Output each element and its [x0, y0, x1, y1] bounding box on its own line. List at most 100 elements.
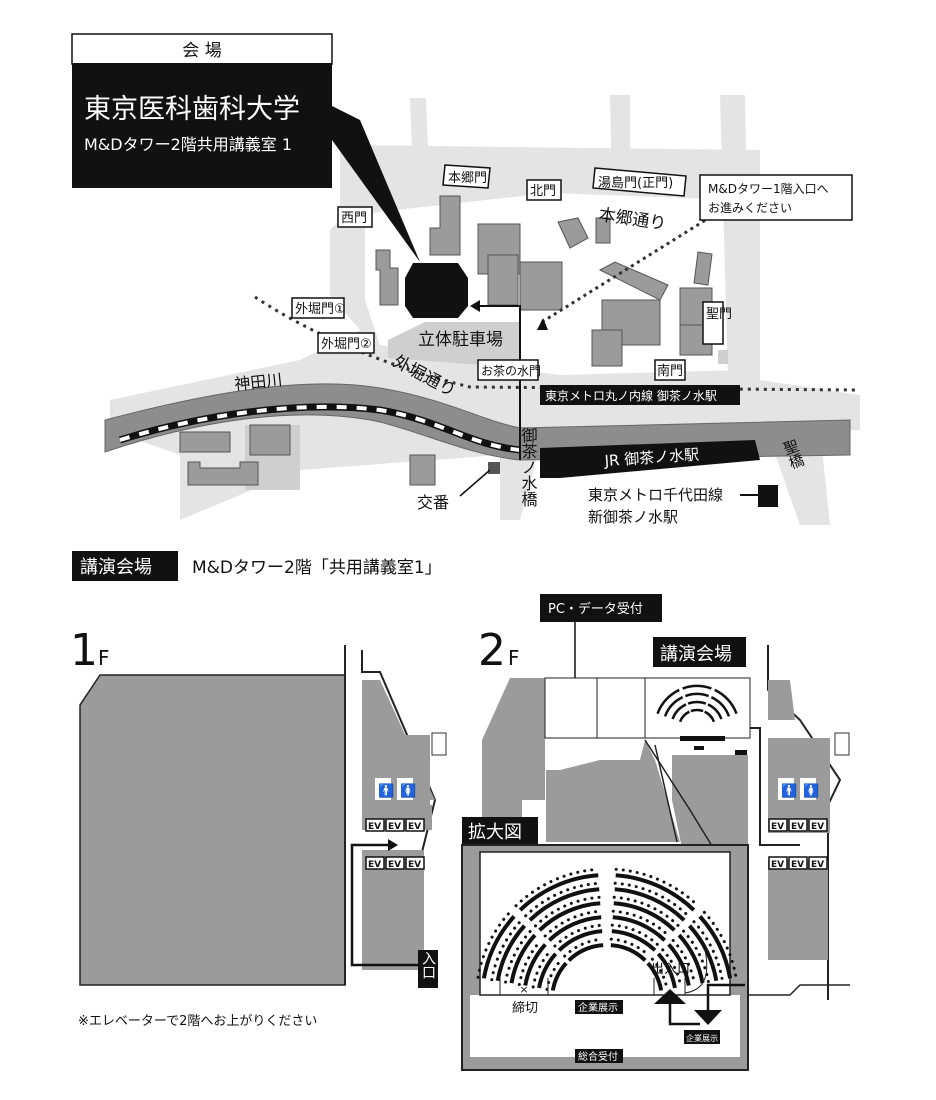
- exhibit-label-1: 企業展示: [578, 1001, 618, 1014]
- desk-row: [682, 684, 712, 690]
- jr-station: [540, 440, 760, 478]
- seat-row: [504, 929, 532, 984]
- building: [429, 195, 461, 256]
- exhibit-label-2: 企業展示: [686, 1033, 718, 1043]
- building: [595, 217, 611, 244]
- zoom-view-label: 拡大図: [468, 822, 522, 843]
- womens-restroom-icon: 🚺: [803, 783, 819, 799]
- desk-row: [613, 901, 676, 932]
- mens-restroom-icon: 🚹: [781, 783, 797, 799]
- marunouchi-line: [254, 295, 856, 392]
- lecture-room: [479, 851, 731, 996]
- elevator-icon: EV: [791, 860, 804, 870]
- desk-row: [509, 933, 537, 984]
- koban-marker: [488, 462, 500, 474]
- floor-section-badge-text: 講演会場: [80, 557, 152, 578]
- desk-row: [528, 887, 600, 922]
- gate-hijiri: 聖門: [706, 307, 732, 322]
- desk-row: [690, 708, 704, 713]
- elevator-icon: EV: [408, 860, 421, 870]
- elevator-icon: EV: [771, 822, 784, 832]
- desk-row: [537, 952, 558, 989]
- building: [591, 329, 623, 367]
- building: [519, 261, 563, 311]
- entrance-arrow-icon: [537, 318, 548, 330]
- building: [375, 249, 399, 306]
- elevator-icon: EV: [388, 822, 401, 832]
- desk-row: [671, 703, 687, 720]
- desk-row: [615, 873, 696, 912]
- desk-row: [703, 710, 716, 723]
- elevator-icon: EV: [408, 822, 421, 832]
- entrance-note-line2: お進みください: [708, 201, 792, 215]
- desk-row: [714, 688, 738, 715]
- chiyoda-station-label: 新御茶ノ水駅: [588, 508, 678, 526]
- seat-row: [702, 910, 738, 979]
- desk-row: [710, 696, 731, 717]
- desk-row: [687, 924, 719, 982]
- desk-row: [656, 952, 677, 989]
- floor1-note: ※エレベーターで2階へお上がりください: [78, 1014, 317, 1029]
- desk-row: [495, 924, 527, 982]
- exit-arrow-icon: [694, 1010, 722, 1025]
- building: [557, 217, 589, 249]
- entry-arrow-icon: [654, 989, 686, 1004]
- pc-desk-label: PC・データ受付: [548, 601, 643, 617]
- desk-row: [677, 933, 705, 984]
- hall-label: 講演会場: [660, 644, 732, 665]
- closed-mark: ×: [519, 983, 528, 996]
- parking-area: [388, 322, 520, 368]
- parking-label: 立体駐車場: [418, 330, 503, 350]
- venue-name: 東京医科歯科大学: [84, 94, 300, 125]
- seat-row: [609, 937, 651, 958]
- ochanomizu-bridge-label: 御茶ノ水橋: [519, 427, 538, 508]
- floor2-label-f: F: [508, 646, 520, 670]
- venue-pointer: [320, 100, 420, 262]
- md-tower-building: [405, 263, 468, 318]
- chiyoda-station-marker: [758, 485, 778, 507]
- reception-label: 総合受付: [578, 1050, 618, 1063]
- floor-section-badge: [72, 551, 178, 581]
- entrance-label: 入口: [420, 951, 436, 979]
- campus-map: 会 場 東京医科歯科大学 M&Dタワー2階共用講義室 1 本郷門 北門 湯島門(…: [71, 33, 860, 526]
- elevator-icon: EV: [791, 822, 804, 832]
- route-arrow: [475, 305, 521, 460]
- building: [718, 350, 728, 364]
- desk-row: [684, 692, 710, 698]
- floor2-plan: 2 F PC・データ受付 講演会場 🚹 🚺 EV EV EV: [461, 594, 850, 1071]
- desk-row: [547, 915, 602, 942]
- seat-row: [612, 895, 681, 928]
- floor1-label-f: F: [98, 646, 110, 670]
- elevator-icon: EV: [368, 860, 381, 870]
- desk-row: [612, 915, 667, 942]
- seat-row: [563, 937, 605, 958]
- building: [179, 431, 231, 453]
- seat-row: [682, 929, 710, 984]
- seat-row: [533, 895, 602, 928]
- elevator-icon: EV: [811, 822, 824, 832]
- gate-minami: 南門: [657, 363, 683, 379]
- mens-restroom-icon: 🚹: [378, 783, 394, 799]
- gate-sotobori1: 外堀門①: [295, 302, 346, 317]
- gate-sotobori2: 外堀門②: [321, 337, 372, 352]
- seat-row: [661, 948, 683, 989]
- route-to-entrance: [541, 214, 713, 324]
- gate-hongo: 本郷門: [448, 171, 487, 186]
- building: [409, 454, 436, 486]
- road-vertical-2: [610, 95, 630, 190]
- gate-yushima: 湯島門(正門): [598, 176, 673, 191]
- seat-row: [531, 948, 553, 989]
- elevator-icon: EV: [811, 860, 824, 870]
- venue-room: M&Dタワー2階共用講義室 1: [84, 135, 292, 154]
- womens-restroom-icon: 🚺: [400, 783, 416, 799]
- road-vertical-3: [720, 95, 750, 380]
- desk-row: [667, 943, 691, 986]
- desk-row: [610, 943, 647, 962]
- railway-line-dash: [119, 404, 521, 452]
- river-label: 神田川: [233, 370, 283, 394]
- small-hall-seats: [656, 684, 738, 723]
- seat-row: [611, 909, 671, 938]
- desk-row: [646, 961, 664, 991]
- floor-section-title: M&Dタワー2階「共用講義室1」: [192, 558, 442, 578]
